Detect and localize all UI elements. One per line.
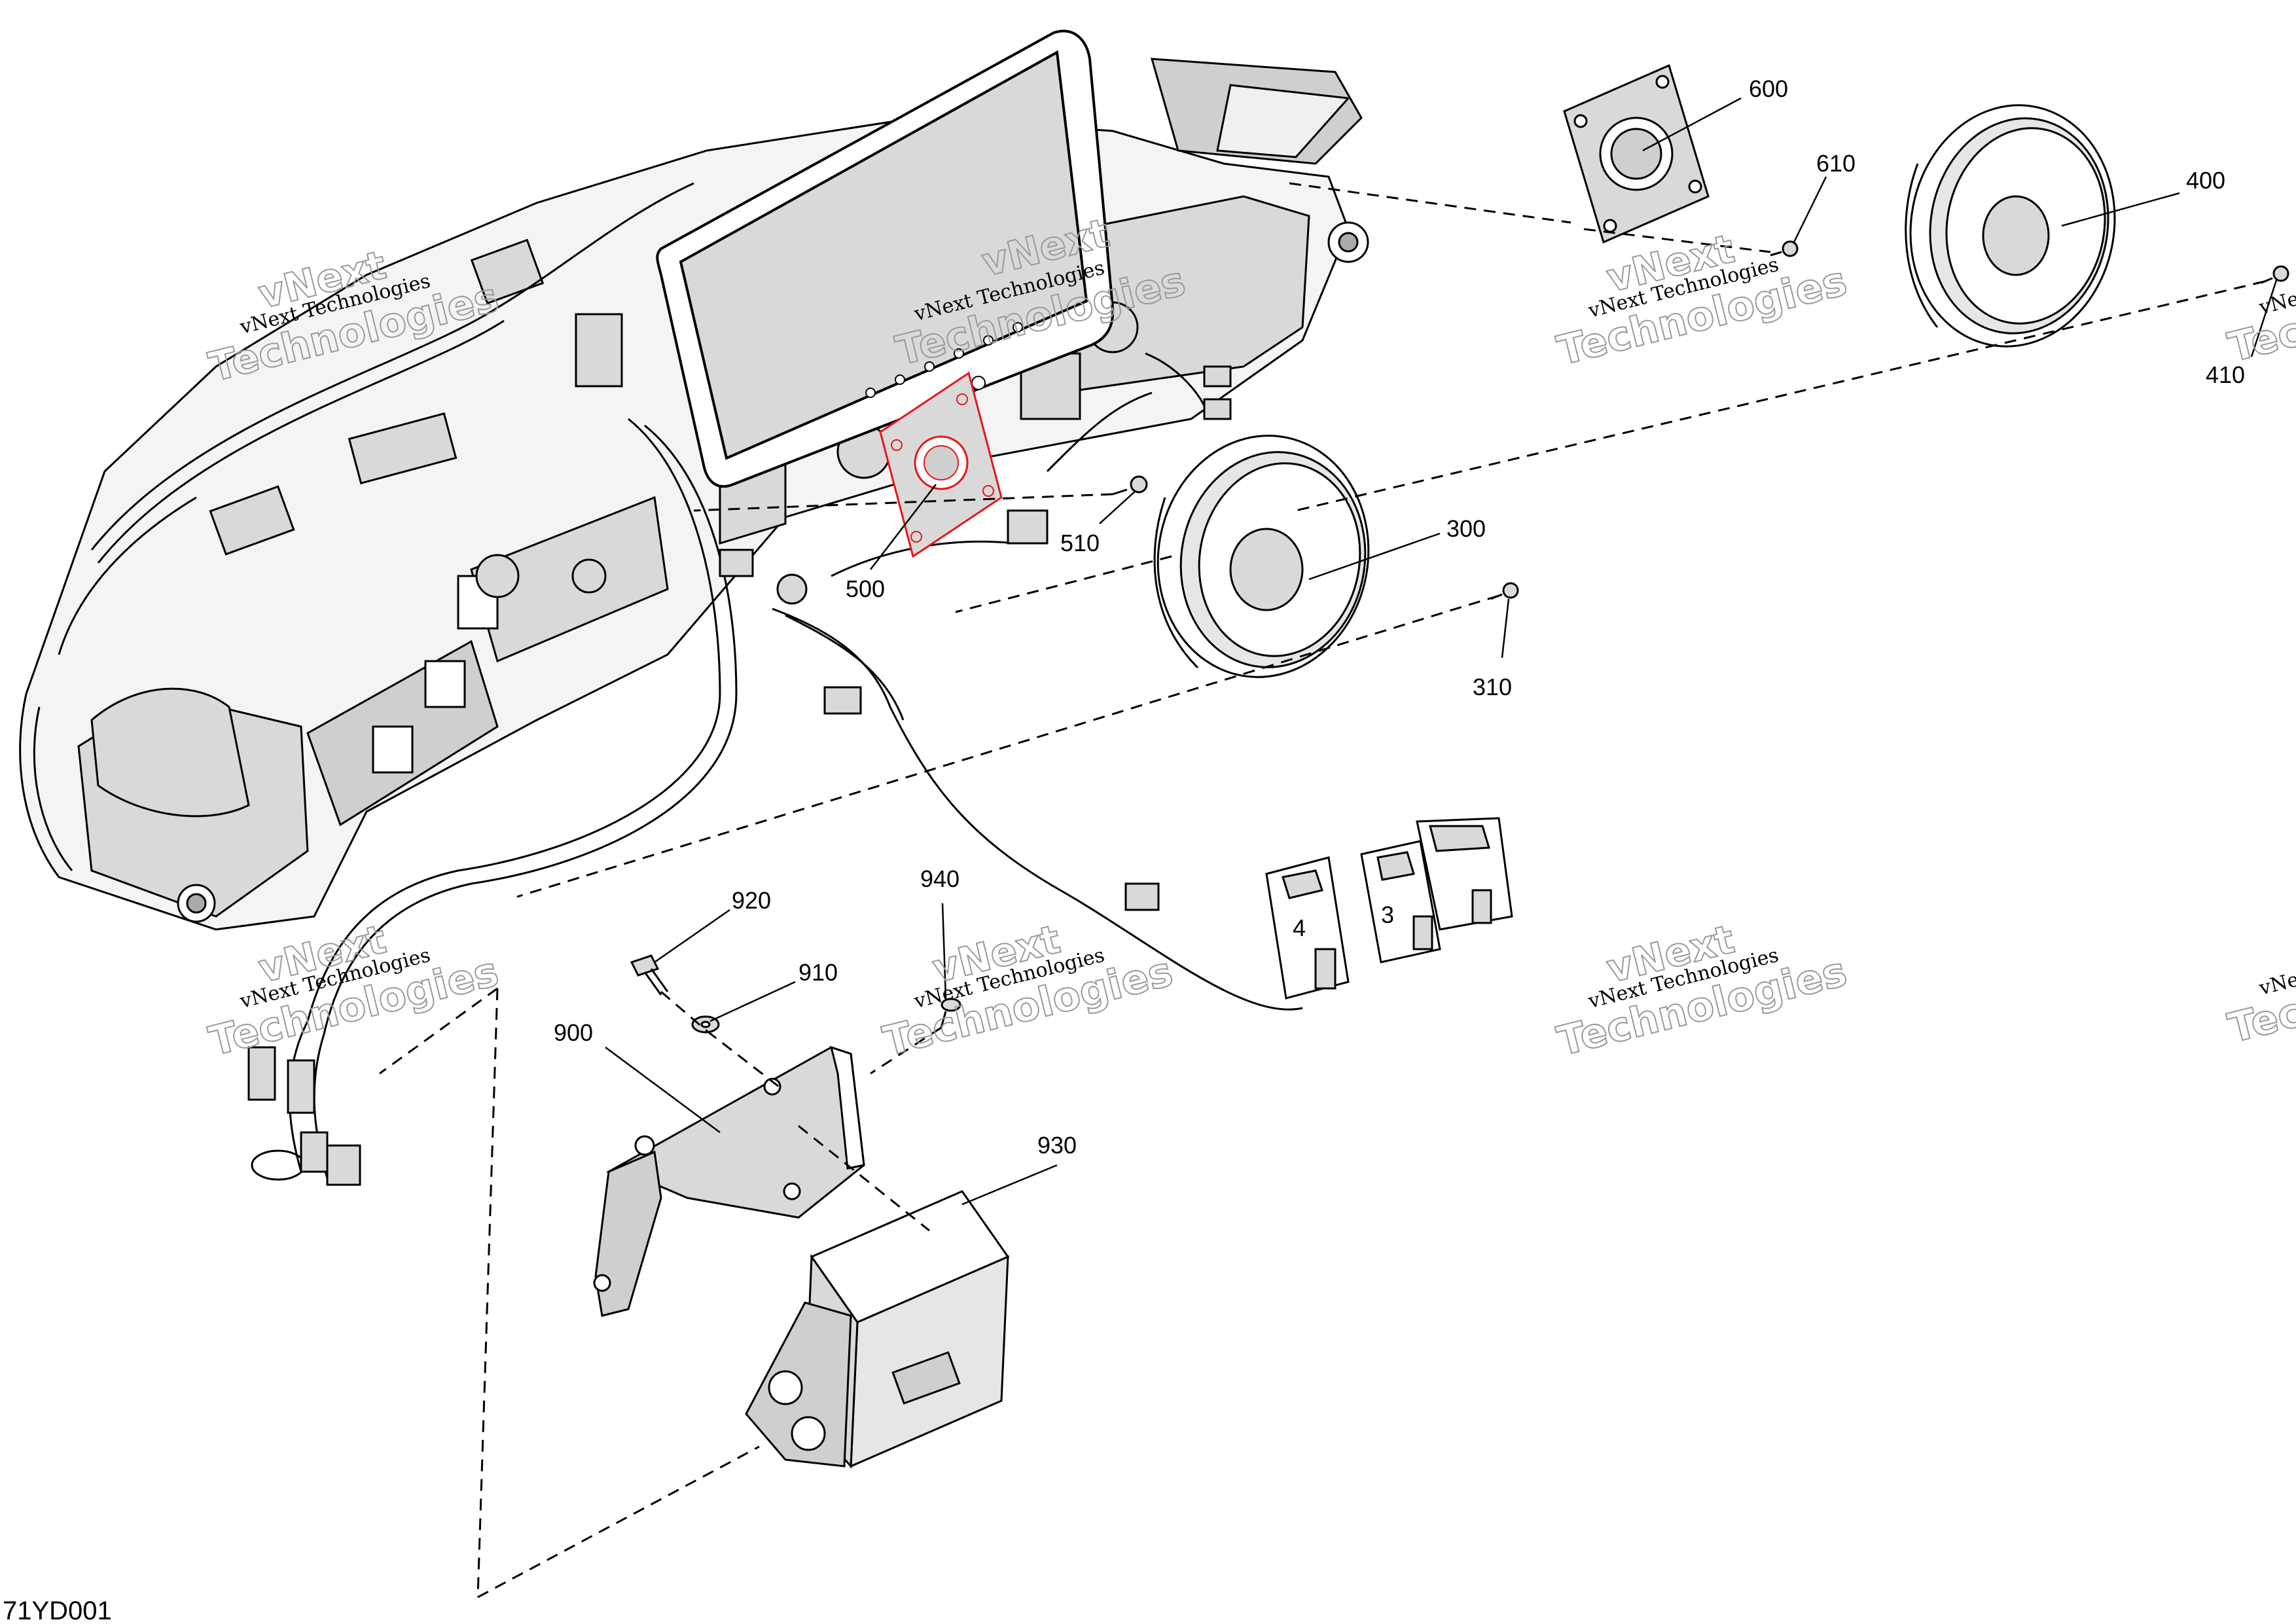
rocker-switches[interactable] <box>1265 817 1513 1000</box>
part-930-module[interactable] <box>745 1190 1010 1469</box>
watermark-3: vNext Technologies vNext Technologies <box>1552 225 1852 375</box>
switch-number-3: 3 <box>1381 901 1394 928</box>
switch-number-4: 4 <box>1293 914 1306 941</box>
part-900-bracket[interactable] <box>593 1045 865 1317</box>
callout-310: 310 <box>1473 674 1512 700</box>
part-940-screw[interactable] <box>940 998 961 1028</box>
part-300-speaker[interactable] <box>1139 419 1387 694</box>
callout-610: 610 <box>1816 150 1856 177</box>
callout-numbers: 600 610 400 410 300 310 500 510 920 940 … <box>554 75 2245 1159</box>
callout-930: 930 <box>1037 1132 1077 1159</box>
watermark-6: vNext Technologies vNext Technologies <box>1552 916 1852 1066</box>
callout-940: 940 <box>920 865 960 892</box>
part-410-screw[interactable] <box>2261 265 2289 284</box>
callout-410: 410 <box>2206 361 2245 388</box>
callout-500: 500 <box>846 575 885 602</box>
callout-300: 300 <box>1446 515 1486 542</box>
diagram-reference-code: 71YD001 <box>3 1597 112 1624</box>
svg-text:Technologies: Technologies <box>2223 934 2296 1052</box>
part-510-screw[interactable] <box>1112 475 1148 496</box>
display-screen <box>656 29 1115 488</box>
callout-920: 920 <box>732 887 771 914</box>
part-610-screw[interactable] <box>1770 240 1799 257</box>
callout-910: 910 <box>798 959 838 986</box>
display-buttons <box>865 322 1023 398</box>
callout-600: 600 <box>1749 75 1788 102</box>
callout-510: 510 <box>1060 530 1100 556</box>
watermark-8-partial: vNext Technologies Technologies <box>2223 931 2296 1053</box>
part-920-bolt[interactable] <box>630 954 669 996</box>
part-500-bezel-plate[interactable] <box>879 371 1003 558</box>
callout-900: 900 <box>554 1019 593 1046</box>
watermark-5: vNext Technologies vNext Technologies <box>878 916 1177 1066</box>
exploded-view-dashed-lines <box>379 182 2265 1598</box>
watermark-7-partial: vNext Technologies Technologies <box>2223 250 2296 372</box>
part-600-tweeter-plate[interactable] <box>1563 63 1710 244</box>
part-400-speaker[interactable] <box>1892 89 2134 363</box>
wiring-harness <box>90 182 1303 1186</box>
callout-leader-lines <box>605 97 2278 1206</box>
dashboard-housing <box>19 58 1369 931</box>
callout-400: 400 <box>2186 167 2225 194</box>
